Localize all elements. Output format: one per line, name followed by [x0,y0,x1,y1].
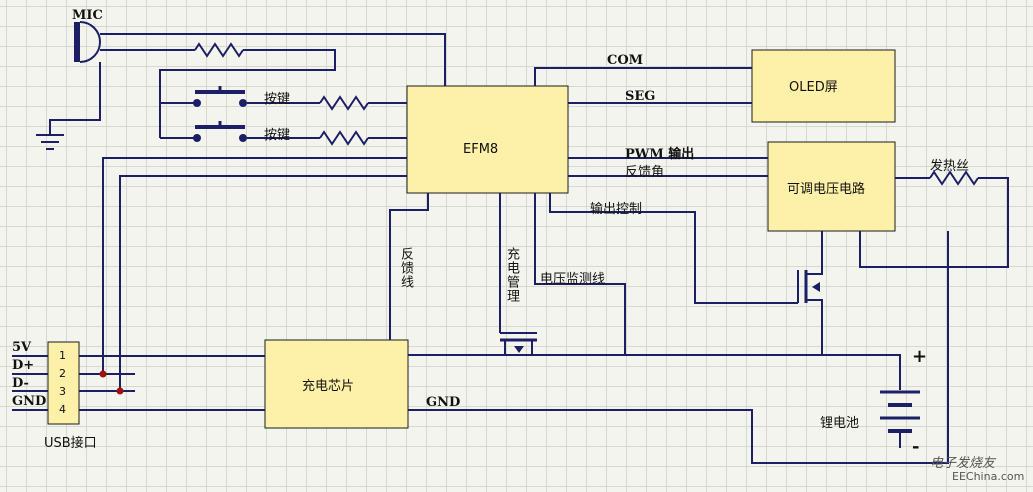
usb-pin-name: GND [12,394,47,409]
usb-dplus-wire [102,157,407,374]
mcu-label: EFM8 [463,142,499,157]
seg-label: SEG [625,89,656,104]
battery-label: 锂电池 [820,416,860,431]
battery-icon [880,390,920,433]
button1-icon [193,86,247,107]
usb-pin-number: 3 [59,385,66,398]
button2-icon [193,121,247,142]
usb-pin-name: D- [12,376,29,391]
pwm-label: PWM 输出 [625,147,695,162]
regulator-box [767,141,896,232]
charger-label: 充电芯片 [302,379,355,394]
mic-label: MIC [72,8,103,23]
charger-box [264,339,409,429]
usb-pin-number: 1 [59,349,66,362]
button2-resistor [319,130,369,146]
mic-resistor [194,42,244,58]
heating-wire-resistor [929,170,979,186]
voltage-monitor-wire [534,193,626,355]
gnd-rail-wire [408,231,949,464]
battery-minus-label: - [912,436,920,457]
usb-pin-stubs [12,355,48,411]
voltage-monitor-label: 电压监测线 [540,272,606,287]
feedback-angle-label: 反馈角 [625,165,665,180]
heater-return-wire [859,177,1009,268]
mcu-box [406,85,569,194]
regulator-label: 可调电压电路 [787,182,866,197]
output-control-label: 输出控制 [590,202,643,217]
usb-pin-name: 5V [12,340,32,355]
com-label: COM [607,53,644,68]
watermark-site: EEChina.com [952,470,1025,483]
charge-mosfet-icon [500,332,537,355]
mic-to-mcu-wire [100,33,446,86]
mosfet-icon [797,231,823,355]
usb-label: USB接口 [44,436,97,451]
usb-pin-number: 2 [59,367,66,380]
oled-label: OLED屏 [789,80,838,95]
ground-wire [49,62,101,135]
button1-resistor [319,95,369,111]
button1-label: 按键 [264,92,291,107]
oled-box [751,49,896,123]
charge-mgmt-label: 充电管理 [504,247,519,303]
junction-dminus [116,387,124,395]
watermark-cn: 电子发烧友 [930,456,996,471]
ground-icon [36,134,64,150]
power-rail-wire [408,354,901,390]
usb-dminus-wire [119,175,407,391]
usb-connector-box [47,341,80,425]
junction-dplus [99,370,107,378]
mic-icon [74,21,101,63]
feedback-line-wire [389,193,429,340]
com-wire [534,67,752,86]
button2-label: 按键 [264,128,291,143]
battery-plus-label: + [912,346,928,367]
heating-wire-label: 发热丝 [930,159,970,174]
gnd-label: GND [426,395,461,410]
output-control-wire [549,193,798,304]
mic-bias-wire [159,49,336,88]
feedback-line-label: 反馈线 [398,247,413,289]
usb-pin-number: 4 [59,403,66,416]
usb-pin-name: D+ [12,358,35,373]
